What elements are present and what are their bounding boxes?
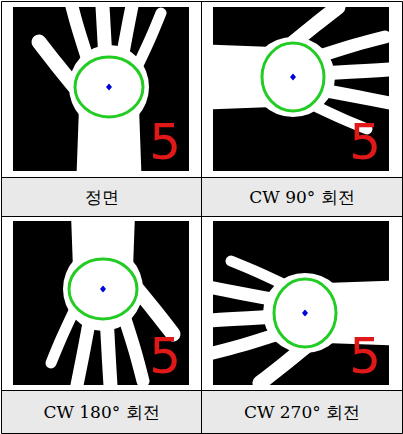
palm-center (100, 286, 106, 293)
hand-image (13, 7, 189, 171)
table-rule (2, 177, 403, 178)
palm-ellipse (69, 259, 137, 319)
palm-center (302, 310, 308, 317)
palm-ellipse (75, 57, 143, 117)
palm-center (106, 84, 112, 91)
palm-ellipse (274, 279, 336, 347)
hand-image (13, 221, 189, 385)
caption-cell (1, 390, 201, 433)
caption: CW 270° 회전 (202, 391, 402, 433)
caption-cell (1, 177, 201, 216)
table-rule (402, 2, 403, 434)
hand-image (213, 7, 389, 171)
finger-count: 5 (149, 117, 181, 167)
table-rule (2, 433, 403, 434)
palm-ellipse (262, 43, 324, 111)
caption-cell (201, 390, 402, 433)
table-rule (1, 2, 2, 434)
finger-count: 5 (349, 331, 381, 381)
finger-count: 5 (349, 117, 381, 167)
caption: 정면 (2, 178, 201, 216)
hand-image (213, 221, 389, 385)
caption: CW 90° 회전 (202, 178, 402, 216)
table-rule (2, 216, 403, 217)
table-rule (201, 2, 202, 434)
table-rule (2, 1, 403, 2)
palm-center (290, 74, 296, 81)
caption-cell (201, 177, 402, 216)
finger-count: 5 (149, 331, 181, 381)
caption: CW 180° 회전 (2, 391, 201, 433)
table-rule (2, 390, 403, 391)
